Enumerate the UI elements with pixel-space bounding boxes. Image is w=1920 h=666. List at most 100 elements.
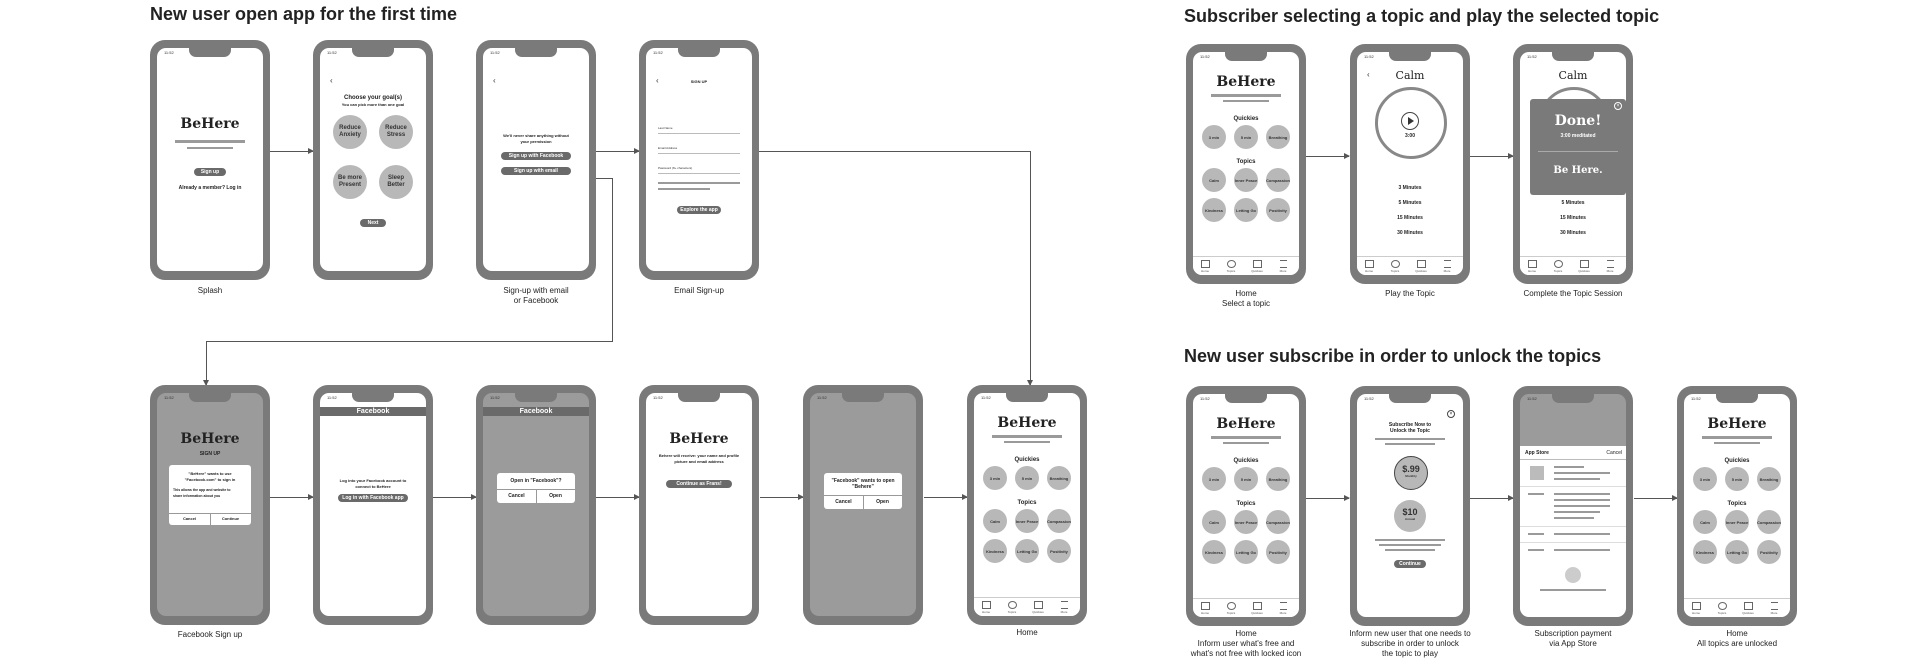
topic-letting-go[interactable]: Letting Go	[1015, 539, 1039, 563]
quickie-5min[interactable]: 5 min	[1234, 467, 1258, 491]
close-icon[interactable]: ×	[1614, 102, 1622, 110]
tab-quickies[interactable]: Quickies	[1249, 602, 1265, 615]
tab-topics[interactable]: Topics	[1387, 260, 1403, 273]
tab-more[interactable]: More	[1056, 601, 1072, 614]
tab-topics[interactable]: Topics	[1550, 260, 1566, 273]
topic-positivity[interactable]: Positivity	[1047, 539, 1071, 563]
monthly-plan[interactable]: $.99 Monthly	[1394, 456, 1428, 490]
duration-30[interactable]: 30 Minutes	[1397, 230, 1423, 236]
explore-app-button[interactable]: Explore the app	[677, 206, 721, 214]
cancel-button[interactable]: Cancel	[508, 493, 525, 499]
tab-topics[interactable]: Topics	[1714, 602, 1730, 615]
back-icon[interactable]: ‹	[1367, 70, 1370, 79]
topic-calm[interactable]: Calm	[1202, 168, 1226, 192]
topic-calm[interactable]: Calm	[1202, 510, 1226, 534]
cancel-button[interactable]: Cancel	[835, 499, 852, 505]
topic-letting-go[interactable]: Letting Go	[1234, 540, 1258, 564]
tab-home[interactable]: Home	[1197, 602, 1213, 615]
continue-button[interactable]: Continue	[221, 516, 240, 521]
fb-login-button[interactable]: Log in with Facebook app	[338, 494, 408, 502]
tab-home[interactable]: Home	[1361, 260, 1377, 273]
quickie-breathing[interactable]: Breathing	[1266, 125, 1290, 149]
quickie-5min[interactable]: 5 min	[1725, 467, 1749, 491]
tab-quickies[interactable]: Quickies	[1413, 260, 1429, 273]
tab-home[interactable]: Home	[1688, 602, 1704, 615]
topic-compassion[interactable]: Compassion	[1266, 168, 1290, 192]
topic-calm[interactable]: Calm	[983, 509, 1007, 533]
quickie-3min[interactable]: 3 min	[1202, 125, 1226, 149]
tab-more[interactable]: More	[1275, 602, 1291, 615]
tab-quickies[interactable]: Quickies	[1249, 260, 1265, 273]
topic-kindness[interactable]: Kindness	[1693, 540, 1717, 564]
back-icon[interactable]: ‹	[330, 76, 333, 85]
back-icon[interactable]: ‹	[493, 76, 496, 85]
login-link[interactable]: Already a member? Log in	[178, 185, 242, 191]
goal-sleep-better[interactable]: Sleep Better	[379, 165, 413, 199]
topic-kindness[interactable]: Kindness	[1202, 198, 1226, 222]
tab-topics[interactable]: Topics	[1223, 602, 1239, 615]
tab-topics[interactable]: Topics	[1004, 601, 1020, 614]
continue-as-button[interactable]: Continue as Frans!	[666, 480, 732, 488]
last-name-field[interactable]: Last Name	[658, 126, 740, 134]
touch-id-icon[interactable]	[1565, 567, 1581, 583]
topic-positivity[interactable]: Positivity	[1757, 540, 1781, 564]
email-field[interactable]: Email Address	[658, 146, 740, 154]
tab-topics[interactable]: Topics	[1223, 260, 1239, 273]
open-button[interactable]: Open	[549, 493, 562, 499]
tab-more[interactable]: More	[1602, 260, 1618, 273]
duration-15[interactable]: 15 Minutes	[1560, 215, 1586, 221]
quickie-3min[interactable]: 3 min	[1202, 467, 1226, 491]
annual-plan[interactable]: $10 Annual	[1394, 500, 1426, 532]
quickie-breathing[interactable]: Breathing	[1047, 466, 1071, 490]
continue-button[interactable]: Continue	[1394, 560, 1426, 568]
tab-more[interactable]: More	[1275, 260, 1291, 273]
play-button[interactable]	[1401, 112, 1419, 130]
next-button[interactable]: Next	[360, 219, 386, 227]
goal-reduce-stress[interactable]: Reduce Stress	[379, 115, 413, 149]
topic-inner-peace[interactable]: Inner Peace	[1725, 510, 1749, 534]
close-icon[interactable]: ×	[1447, 410, 1455, 418]
duration-30[interactable]: 30 Minutes	[1560, 230, 1586, 236]
topic-inner-peace[interactable]: Inner Peace	[1015, 509, 1039, 533]
topic-kindness[interactable]: Kindness	[983, 539, 1007, 563]
quickie-3min[interactable]: 3 min	[983, 466, 1007, 490]
quickie-3min[interactable]: 3 min	[1693, 467, 1717, 491]
tab-home[interactable]: Home	[1197, 260, 1213, 273]
topic-letting-go[interactable]: Letting Go	[1234, 198, 1258, 222]
quickie-breathing[interactable]: Breathing	[1266, 467, 1290, 491]
tab-more[interactable]: More	[1766, 602, 1782, 615]
duration-3[interactable]: 3 Minutes	[1398, 185, 1422, 191]
topic-inner-peace[interactable]: Inner Peace	[1234, 168, 1258, 192]
signup-facebook-button[interactable]: Sign up with Facebook	[501, 152, 571, 160]
back-icon[interactable]: ‹	[656, 76, 659, 85]
topic-compassion[interactable]: Compassion	[1757, 510, 1781, 534]
tab-home[interactable]: Home	[978, 601, 994, 614]
goal-reduce-anxiety[interactable]: Reduce Anxiety	[333, 115, 367, 149]
topic-inner-peace[interactable]: Inner Peace	[1234, 510, 1258, 534]
duration-15[interactable]: 15 Minutes	[1397, 215, 1423, 221]
open-button[interactable]: Open	[876, 499, 889, 505]
quickie-5min[interactable]: 5 min	[1234, 125, 1258, 149]
topic-positivity[interactable]: Positivity	[1266, 198, 1290, 222]
tab-quickies[interactable]: Quickies	[1576, 260, 1592, 273]
tab-quickies[interactable]: Quickies	[1030, 601, 1046, 614]
topic-calm[interactable]: Calm	[1693, 510, 1717, 534]
quickie-5min[interactable]: 5 min	[1015, 466, 1039, 490]
quickie-breathing[interactable]: Breathing	[1757, 467, 1781, 491]
topic-letting-go[interactable]: Letting Go	[1725, 540, 1749, 564]
duration-5[interactable]: 5 Minutes	[1561, 200, 1585, 206]
tab-quickies[interactable]: Quickies	[1740, 602, 1756, 615]
goal-be-more-present[interactable]: Be more Present	[333, 165, 367, 199]
topic-compassion[interactable]: Compassion	[1047, 509, 1071, 533]
duration-5[interactable]: 5 Minutes	[1398, 200, 1422, 206]
signup-button[interactable]: Sign up	[194, 168, 226, 176]
tab-home[interactable]: Home	[1524, 260, 1540, 273]
topic-compassion[interactable]: Compassion	[1266, 510, 1290, 534]
cancel-button[interactable]: Cancel	[182, 516, 197, 521]
signup-email-button[interactable]: Sign up with email	[501, 167, 571, 175]
topic-kindness[interactable]: Kindness	[1202, 540, 1226, 564]
cancel-button[interactable]: Cancel	[1606, 450, 1622, 456]
tab-more[interactable]: More	[1439, 260, 1455, 273]
topic-positivity[interactable]: Positivity	[1266, 540, 1290, 564]
password-field[interactable]: Password (8+ characters)	[658, 166, 740, 174]
